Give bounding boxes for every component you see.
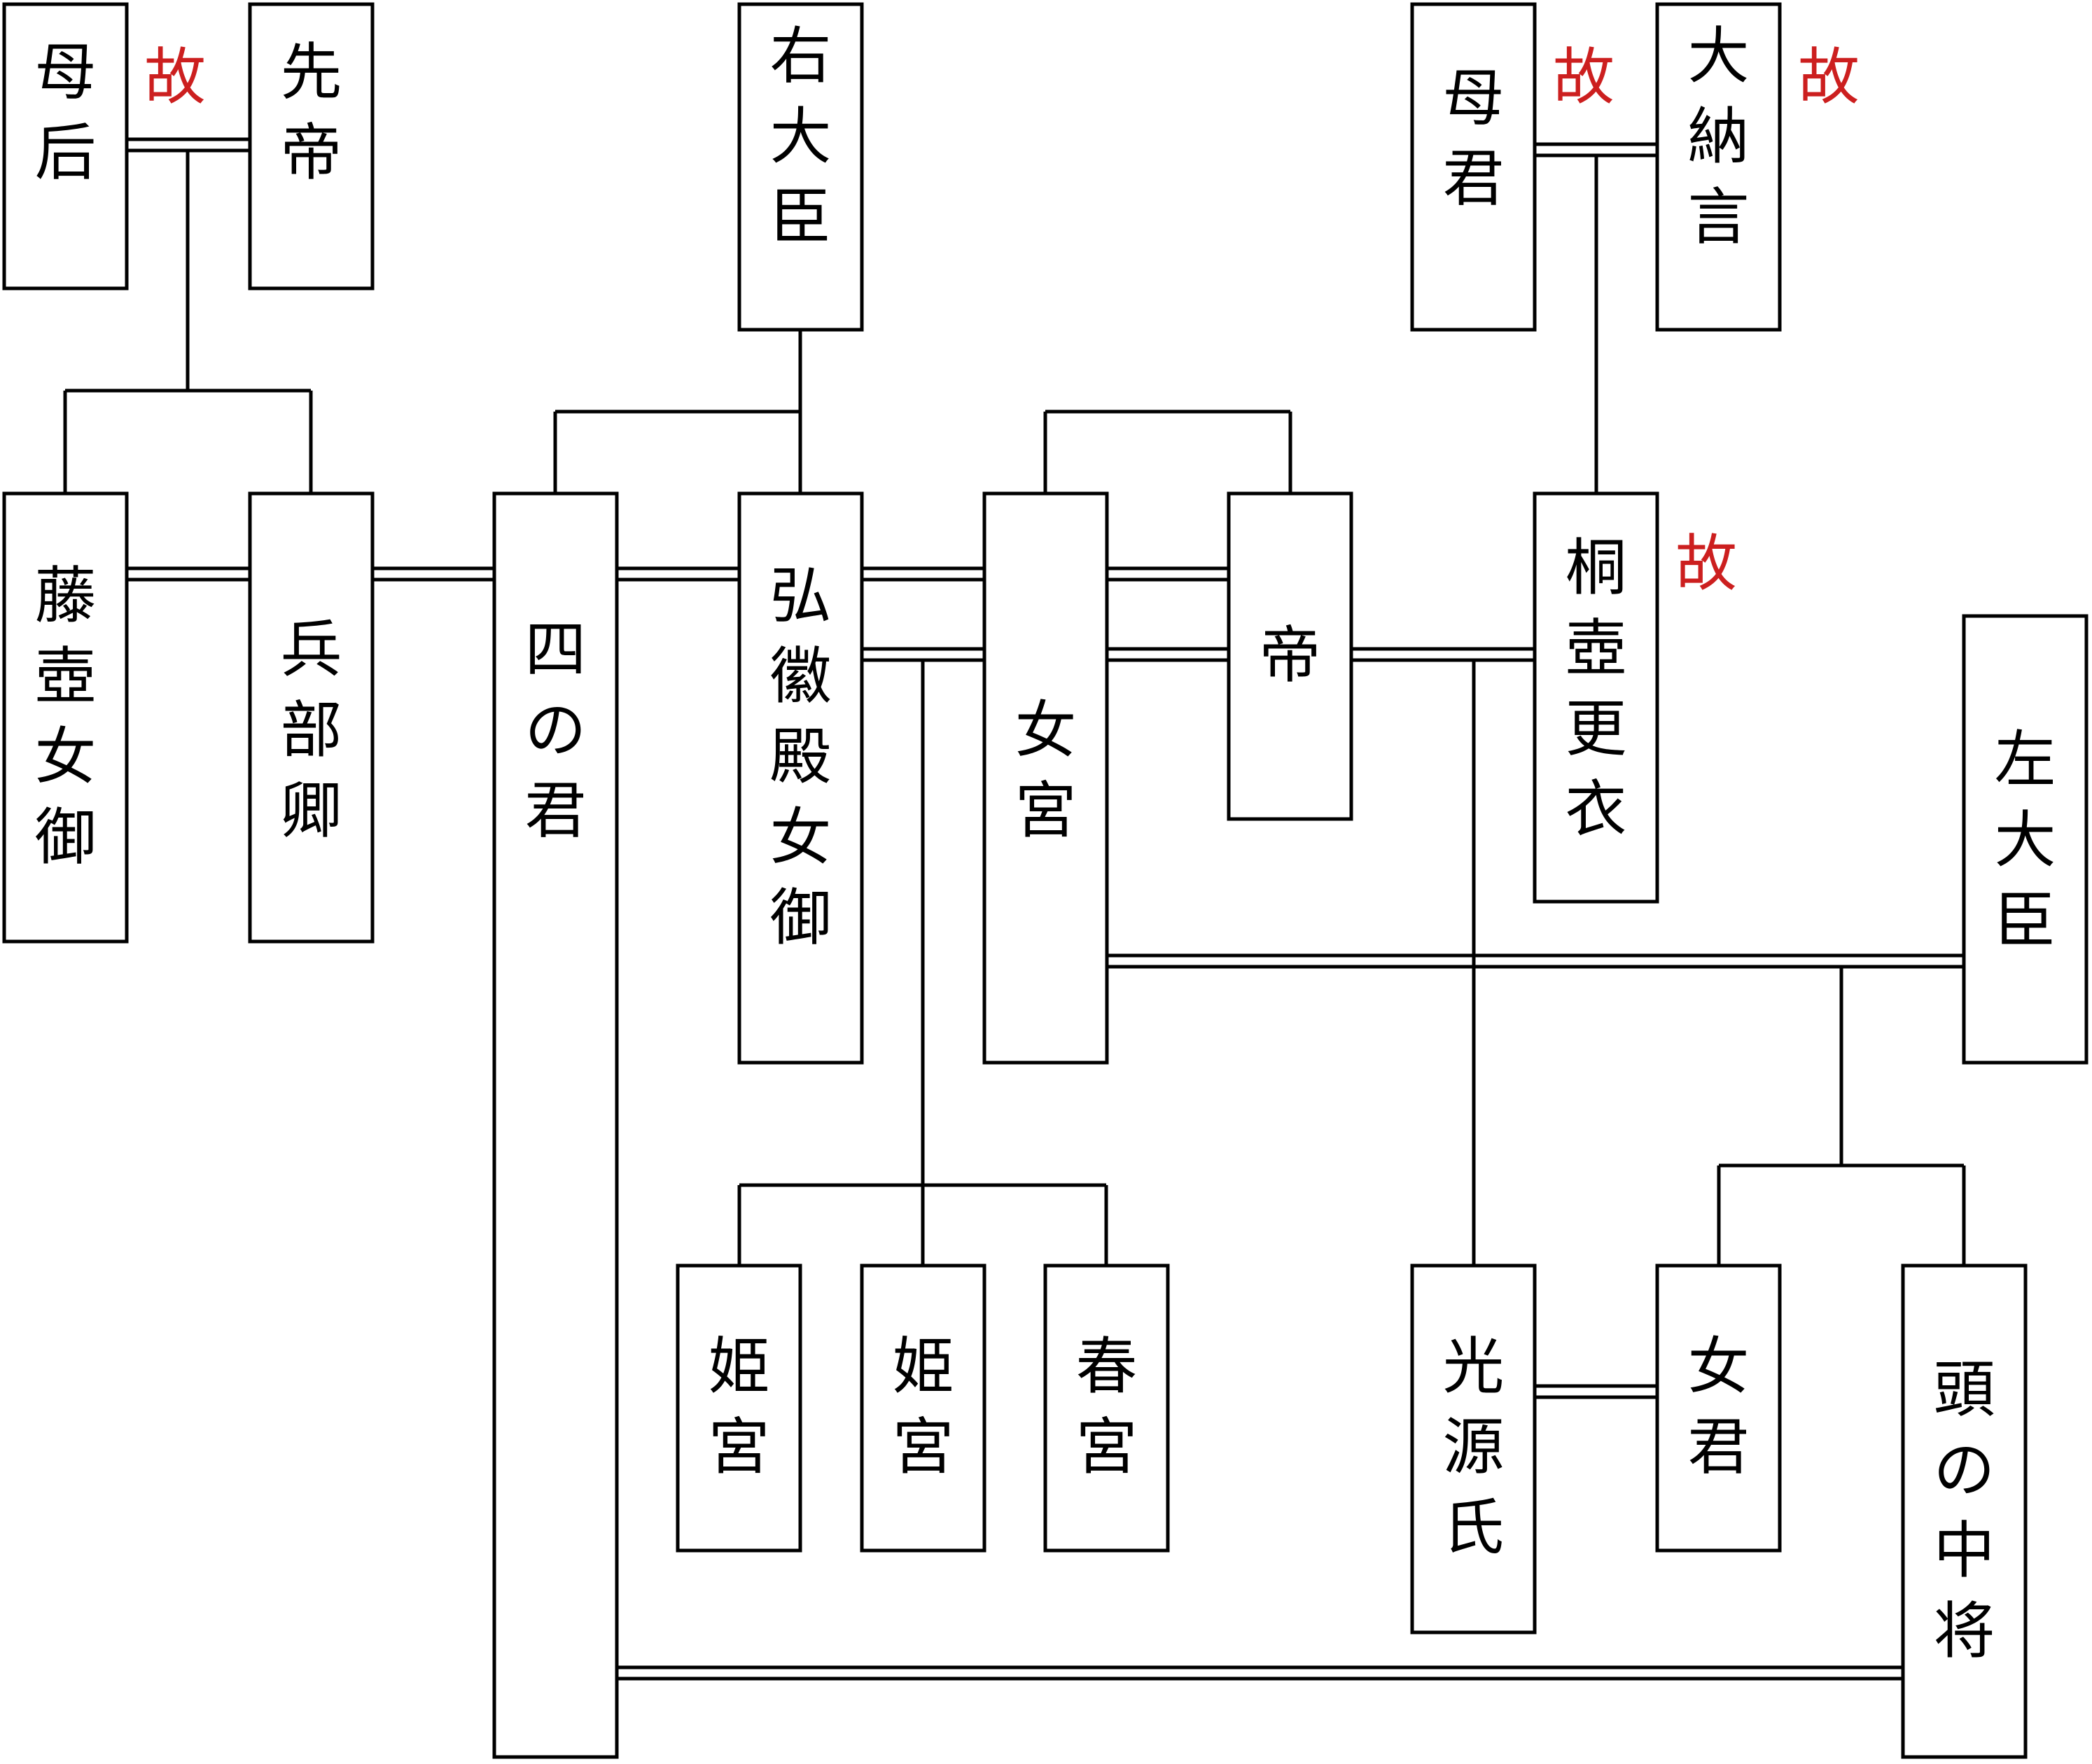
person-name-char: 殿 bbox=[769, 721, 831, 793]
deceased-marker-bokou-sentei: 故 bbox=[144, 41, 206, 113]
person-name-char: 源 bbox=[1442, 1411, 1504, 1483]
deceased-marker-hahagimi-dainagon: 故 bbox=[1553, 41, 1615, 113]
person-name-char: 大 bbox=[769, 101, 831, 173]
person-box-himemiya-1: 姫宮 bbox=[676, 1264, 802, 1553]
person-name-char: 君 bbox=[524, 775, 586, 847]
person-name-char: 御 bbox=[34, 802, 96, 874]
person-name-char: 女 bbox=[1687, 1331, 1749, 1403]
person-name-char: の bbox=[524, 694, 586, 766]
person-name-char: 帝 bbox=[1259, 620, 1320, 692]
person-name-char: 大 bbox=[1994, 804, 2056, 876]
person-name-char: 壺 bbox=[1565, 612, 1626, 685]
person-name-char: 氏 bbox=[1442, 1492, 1504, 1564]
person-name-char: 更 bbox=[1565, 693, 1626, 765]
person-name-char: 臣 bbox=[1994, 885, 2056, 957]
person-name-char: 姫 bbox=[708, 1331, 769, 1403]
person-name-char: 藤 bbox=[34, 560, 96, 632]
person-name-char: 母 bbox=[34, 36, 96, 108]
person-name-char: 姫 bbox=[892, 1331, 954, 1403]
person-name-char: 后 bbox=[34, 117, 96, 189]
person-box-udaijin: 右大臣 bbox=[737, 2, 864, 332]
person-name-char: 四 bbox=[524, 614, 586, 686]
person-name-char: 徽 bbox=[769, 640, 831, 713]
person-name-char: 臣 bbox=[769, 181, 831, 253]
person-name-char: 桐 bbox=[1565, 532, 1626, 604]
person-name-char: 納 bbox=[1687, 101, 1749, 173]
person-box-yon-no-kimi: 四の君 bbox=[492, 491, 619, 1759]
deceased-marker-kiritsubo: 故 bbox=[1675, 528, 1737, 600]
person-name-char: 頭 bbox=[1933, 1354, 1995, 1426]
person-box-genji: 光源氏 bbox=[1410, 1264, 1537, 1634]
person-name-char: 女 bbox=[1014, 694, 1076, 766]
person-name-char: 母 bbox=[1442, 62, 1504, 134]
person-name-char: 中 bbox=[1933, 1515, 1995, 1587]
person-box-himemiya-2: 姫宮 bbox=[860, 1264, 986, 1553]
person-box-mikado: 帝 bbox=[1227, 491, 1353, 821]
person-name-char: 帝 bbox=[280, 117, 342, 189]
person-name-char: 宮 bbox=[708, 1411, 769, 1483]
person-box-bokou-1: 母后 bbox=[2, 2, 129, 290]
person-name-char: の bbox=[1933, 1434, 1995, 1506]
person-name-char: 宮 bbox=[892, 1411, 954, 1483]
person-name-char: 将 bbox=[1933, 1595, 1995, 1667]
person-name-char: 部 bbox=[280, 694, 342, 766]
person-name-char: 宮 bbox=[1075, 1411, 1137, 1483]
person-name-char: 君 bbox=[1442, 143, 1504, 215]
person-name-char: 光 bbox=[1442, 1331, 1504, 1403]
person-name-char: 大 bbox=[1687, 20, 1749, 92]
deceased-marker-dainagon: 故 bbox=[1798, 41, 1860, 113]
person-box-sentei: 先帝 bbox=[248, 2, 375, 290]
person-name-char: 女 bbox=[769, 802, 831, 874]
person-name-char: 宮 bbox=[1014, 775, 1076, 847]
person-name-char: 女 bbox=[34, 721, 96, 793]
person-box-dainagon: 大納言 bbox=[1655, 2, 1782, 332]
person-name-char: 先 bbox=[280, 36, 342, 108]
person-name-char: 君 bbox=[1687, 1411, 1749, 1483]
person-name-char: 春 bbox=[1075, 1331, 1137, 1403]
person-box-hahagimi: 母君 bbox=[1410, 2, 1537, 332]
person-name-char: 左 bbox=[1994, 724, 2056, 796]
person-name-char: 衣 bbox=[1565, 774, 1626, 846]
person-name-char: 右 bbox=[769, 20, 831, 92]
person-name-char: 卿 bbox=[280, 775, 342, 847]
person-name-char: 言 bbox=[1687, 181, 1749, 253]
person-box-onnagimi: 女君 bbox=[1655, 1264, 1782, 1553]
person-name-char: 兵 bbox=[280, 614, 342, 686]
person-name-char: 御 bbox=[769, 882, 831, 954]
person-name-char: 壺 bbox=[34, 640, 96, 713]
person-box-sadaijin: 左大臣 bbox=[1962, 614, 2088, 1065]
person-name-char: 弘 bbox=[769, 560, 831, 632]
person-box-onnamiya: 女宮 bbox=[982, 491, 1109, 1065]
person-box-touguu: 春宮 bbox=[1043, 1264, 1170, 1553]
person-box-hyoubukyou: 兵部卿 bbox=[248, 491, 375, 944]
